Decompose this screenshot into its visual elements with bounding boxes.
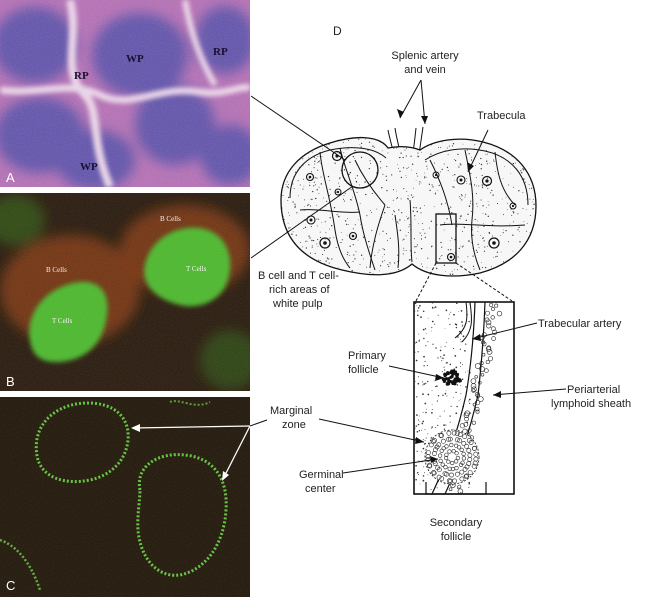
arrow-trabecular-artery xyxy=(471,322,538,340)
label-lymphoid-sheath: lymphoid sheath xyxy=(551,398,631,410)
secondary-follicle xyxy=(424,429,480,485)
periarterial-sheath-cells xyxy=(448,302,503,494)
label-splenic-artery: Splenic artery xyxy=(391,50,459,62)
label-rp-1: RP xyxy=(74,70,89,82)
label-secondary: Secondary xyxy=(430,517,483,529)
label-bt-line1: B cell and T cell- xyxy=(258,270,339,282)
panel-letter-c: C xyxy=(6,578,15,593)
panel-d-schematic: D Splenic artery and vein Trabecula B ce… xyxy=(250,24,631,543)
panel-b-fluorescence: B Cells T Cells B Cells T Cells B xyxy=(0,193,250,391)
label-b-cells-2: B Cells xyxy=(46,266,67,274)
fluor-texture-c xyxy=(0,397,250,597)
selection-rectangle xyxy=(435,213,457,264)
panel-letter-a: A xyxy=(6,170,15,185)
he-texture xyxy=(0,0,250,187)
label-t-cells-2: T Cells xyxy=(52,317,73,325)
primary-follicle xyxy=(441,369,462,386)
label-and-vein: and vein xyxy=(404,64,446,76)
label-marginal: Marginal xyxy=(270,405,312,417)
label-periarterial: Periarterial xyxy=(567,384,620,396)
label-trabecular-artery: Trabecular artery xyxy=(538,318,622,330)
arrow-primary-follicle xyxy=(388,365,445,379)
magnifier-circle xyxy=(341,151,379,189)
label-trabecula: Trabecula xyxy=(477,110,526,122)
white-pulp-follicles xyxy=(305,150,517,262)
panel-c-marginal-zone: C xyxy=(0,397,250,597)
marginal-zone-arrows xyxy=(131,419,268,481)
label-wp-1: WP xyxy=(126,53,144,65)
label-t-cells-1: T Cells xyxy=(186,265,207,273)
panel-letter-b: B xyxy=(6,374,15,389)
marginal-zone-rings xyxy=(0,400,228,591)
arrow-germinal-center xyxy=(342,458,439,474)
label-wp-2: WP xyxy=(80,161,98,173)
zoom-line-right xyxy=(455,262,513,302)
fluor-texture-b xyxy=(0,193,250,391)
label-bt-line2: rich areas of xyxy=(269,284,330,296)
label-bt-line3: white pulp xyxy=(272,298,323,310)
label-center: center xyxy=(305,483,336,495)
arrow-splenic-left xyxy=(399,79,422,119)
panel-letter-d: D xyxy=(333,24,342,38)
label-b-cells-1: B Cells xyxy=(160,215,181,223)
arrow-pals xyxy=(492,388,567,396)
arrow-marginal-zone xyxy=(318,418,425,443)
panel-a-he-micrograph: RP WP RP WP A xyxy=(0,0,250,187)
spleen-cross-section xyxy=(280,136,537,277)
secondary-follicle-bracket xyxy=(425,482,487,495)
label-primary: Primary xyxy=(348,350,386,362)
label-rp-2: RP xyxy=(213,46,228,58)
zoom-line-left xyxy=(415,262,437,302)
pointer-line-to-a xyxy=(250,95,346,161)
label-germinal: Germinal xyxy=(299,469,344,481)
label-zone: zone xyxy=(282,419,306,431)
detail-box xyxy=(413,301,515,495)
label-follicle: follicle xyxy=(348,364,379,376)
pointer-line-to-b xyxy=(250,185,354,259)
label-secondary-follicle: follicle xyxy=(441,531,472,543)
